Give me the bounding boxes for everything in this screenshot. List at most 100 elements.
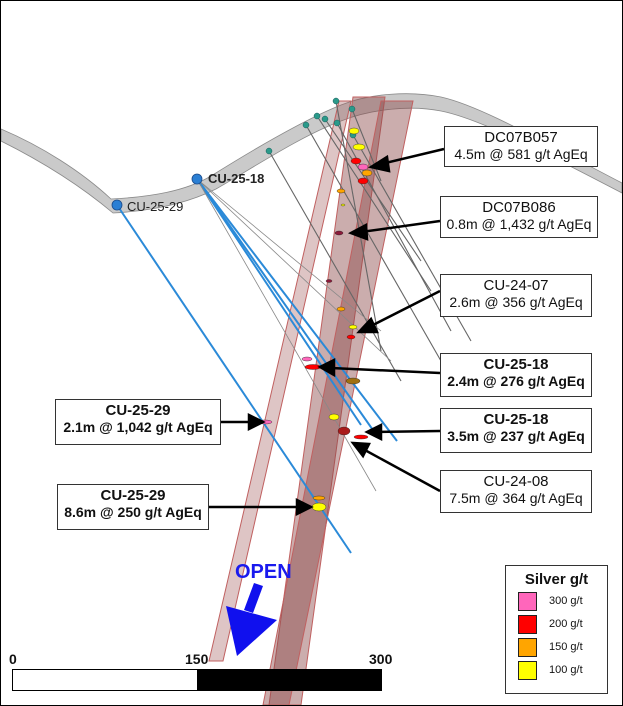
legend-swatch — [518, 614, 537, 634]
callout-hole: CU-25-29 — [100, 487, 166, 504]
callout-hole: DC07B086 — [482, 199, 556, 216]
scale-bar-white-segment — [13, 670, 198, 690]
open-label: OPEN — [235, 561, 292, 583]
arrow-cu-25-18a — [330, 366, 441, 375]
legend-label: 300 g/t — [549, 595, 583, 607]
collar-label-cu-25-18: CU-25-18 — [208, 171, 265, 186]
intercept-marker — [346, 334, 356, 340]
callout-cu-25-29-b: CU-25-29 8.6m @ 250 g/t AgEq — [57, 484, 209, 530]
callout-hole: CU-25-18 — [483, 356, 549, 373]
historic-collars — [265, 97, 357, 155]
collar-marker — [332, 97, 340, 105]
open-arrow-shaft — [244, 583, 263, 613]
arrow-head — [367, 154, 391, 173]
intercept-marker — [348, 127, 360, 135]
intercept-marker — [348, 324, 358, 330]
legend-item: 150 g/t — [518, 637, 607, 657]
callout-cu-25-18-a: CU-25-18 2.4m @ 276 g/t AgEq — [440, 353, 592, 397]
drill-trace-cu-25-18a — [196, 178, 398, 442]
callout-grade: 3.5m @ 237 g/t AgEq — [447, 428, 585, 444]
intercept-marker — [345, 377, 361, 385]
callout-grade: 8.6m @ 250 g/t AgEq — [64, 504, 202, 520]
arrow-head — [317, 357, 336, 378]
intercept-marker — [325, 279, 333, 283]
intercept-marker — [357, 163, 369, 171]
collar-cu-25-29 — [111, 199, 123, 211]
arrow-cu-24-07 — [370, 289, 441, 328]
arrow-head — [364, 422, 383, 442]
legend-item: 200 g/t — [518, 614, 607, 634]
legend-label: 100 g/t — [549, 664, 583, 676]
collar-marker — [333, 119, 341, 127]
callout-hole: CU-25-29 — [105, 402, 171, 419]
callout-arrows — [209, 147, 445, 517]
legend-label: 150 g/t — [549, 641, 583, 653]
callout-grade: 0.8m @ 1,432 g/t AgEq — [446, 216, 592, 232]
drill-trace-cu-25-18b — [196, 178, 376, 434]
drill-trace — [305, 124, 442, 362]
drill-trace — [335, 100, 382, 352]
arrow-cu-25-18b — [376, 429, 441, 434]
collar-marker — [302, 121, 310, 129]
legend-label: 200 g/t — [549, 618, 583, 630]
new-drill-holes — [116, 178, 398, 554]
scale-label-150: 150 — [185, 651, 209, 667]
intercept-marker — [334, 230, 344, 236]
arrow-dc07b086 — [360, 219, 441, 234]
callout-cu-25-18-b: CU-25-18 3.5m @ 237 g/t AgEq — [440, 408, 592, 453]
arrow-cu-24-08 — [362, 447, 441, 493]
callout-cu-24-08: CU-24-08 7.5m @ 364 g/t AgEq — [440, 470, 592, 513]
silver-grade-legend: Silver g/t 300 g/t 200 g/t 150 g/t 100 g… — [505, 565, 608, 694]
drill-trace — [324, 118, 422, 262]
callout-cu-25-29-a: CU-25-29 2.1m @ 1,042 g/t AgEq — [55, 399, 221, 445]
vein-west — [208, 100, 352, 662]
intercept-marker — [312, 495, 326, 501]
intercept-marker — [301, 356, 313, 362]
arrow-head — [356, 316, 379, 334]
collar-marker — [313, 112, 321, 120]
collar-marker — [321, 115, 329, 123]
arrow-head — [247, 412, 266, 432]
intercept-marker — [336, 306, 346, 312]
callout-dc07b057: DC07B057 4.5m @ 581 g/t AgEq — [444, 126, 598, 167]
intercept-marker — [336, 188, 346, 194]
intercept-marker — [311, 502, 327, 512]
arrow-head — [295, 497, 314, 517]
legend-item: 100 g/t — [518, 660, 607, 680]
intercepts — [257, 127, 373, 512]
callout-grade: 2.1m @ 1,042 g/t AgEq — [63, 419, 213, 435]
legend-item: 300 g/t — [518, 591, 607, 611]
intercept-marker — [337, 426, 351, 436]
arrow-head — [347, 222, 369, 241]
intercept-marker — [340, 203, 346, 207]
intercept-marker — [350, 157, 362, 165]
intercept-marker — [328, 413, 340, 421]
scale-label-300: 300 — [369, 651, 393, 667]
intercept-marker — [353, 434, 369, 440]
scale-bar-black-segment — [197, 670, 381, 690]
callout-cu-24-07: CU-24-07 2.6m @ 356 g/t AgEq — [440, 274, 592, 317]
drill-trace-cu-25-18c — [196, 178, 362, 426]
collar-label-cu-25-29: CU-25-29 — [127, 199, 184, 214]
intercept-marker — [361, 169, 373, 177]
intercept-marker — [357, 177, 369, 185]
scale-bar — [12, 669, 382, 691]
legend-swatch — [518, 660, 537, 680]
callout-hole: CU-24-08 — [483, 473, 549, 490]
callout-grade: 7.5m @ 364 g/t AgEq — [449, 490, 583, 506]
arrow-head — [350, 441, 371, 459]
collar-marker — [348, 105, 356, 113]
callout-grade: 2.4m @ 276 g/t AgEq — [447, 373, 585, 389]
legend-title: Silver g/t — [524, 571, 589, 588]
callout-grade: 4.5m @ 581 g/t AgEq — [454, 146, 588, 162]
drill-trace — [316, 115, 432, 292]
arrow-dc07b057 — [380, 147, 445, 166]
collar-cu-25-18 — [191, 173, 203, 185]
callout-grade: 2.6m @ 356 g/t AgEq — [449, 294, 583, 310]
open-direction-arrow — [226, 583, 277, 656]
drill-trace — [196, 178, 377, 492]
legend-swatch — [518, 591, 537, 611]
collar-marker — [265, 147, 273, 155]
scale-label-0: 0 — [9, 651, 17, 667]
